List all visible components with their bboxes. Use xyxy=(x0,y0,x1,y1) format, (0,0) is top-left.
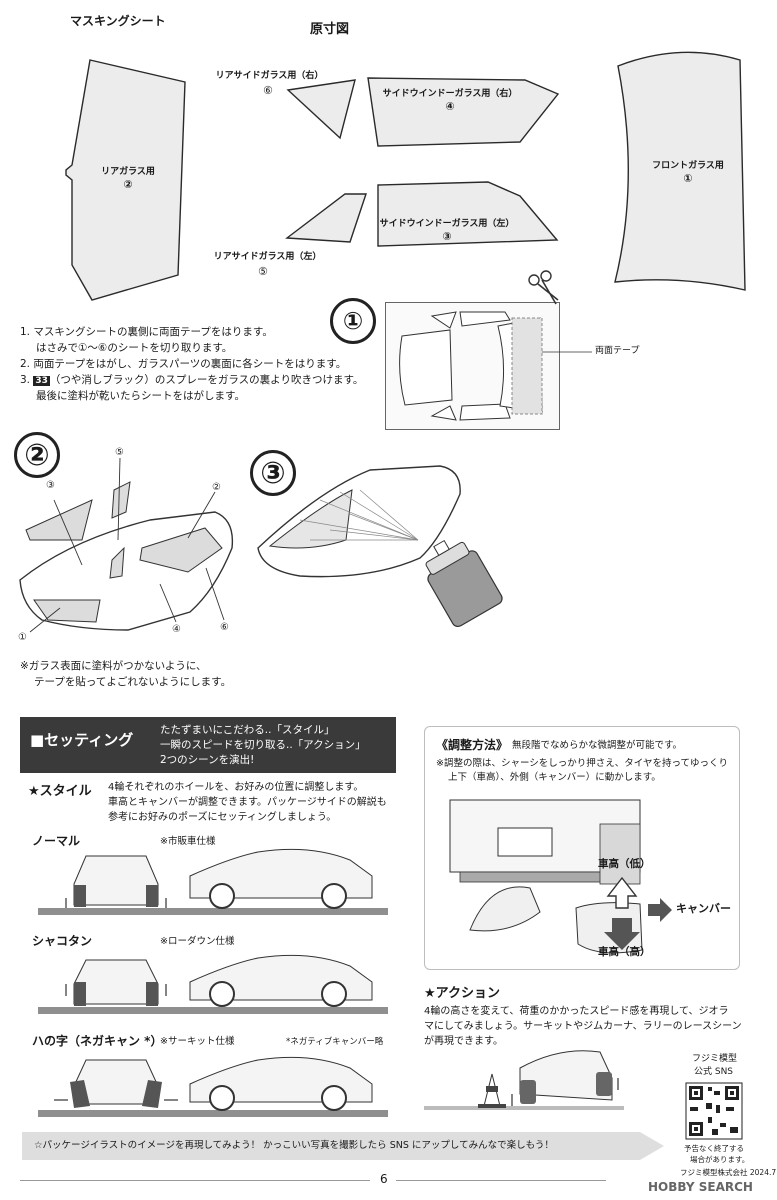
adjust-title: 《調整方法》 xyxy=(436,738,509,752)
action-title: ★アクション xyxy=(424,986,501,1001)
footer-rule-right xyxy=(396,1180,606,1181)
car-side-normal xyxy=(189,848,373,909)
style-desc-1: 4輪それぞれのホイールを、お好みの位置に調整します。 xyxy=(108,782,364,793)
step-two-drawing xyxy=(19,457,234,633)
sheet-side-window-left xyxy=(377,181,559,247)
qr-code-icon[interactable] xyxy=(685,1082,743,1140)
ground-normal xyxy=(38,908,388,915)
sheet-number-rear-side-right: ⑥ xyxy=(263,84,273,97)
step-one-parts-drawing xyxy=(399,270,592,421)
masking-title: マスキングシート xyxy=(70,14,166,28)
scissors-icon xyxy=(528,270,559,305)
spray-can-icon xyxy=(425,539,503,628)
car-side-shakotan xyxy=(189,954,373,1007)
sns-note-2: 場合があります。 xyxy=(690,1155,750,1164)
sheet-label-rear-side-right: リアサイドガラス用（右） xyxy=(215,71,324,81)
scale-title: 原寸図 xyxy=(310,22,350,37)
height-high-label: 車高（高） xyxy=(598,946,651,958)
sheet-label-rear-side-left: リアサイドガラス用（左） xyxy=(213,252,322,262)
setting-line-2: 一瞬のスピードを切り取る..「アクション」 xyxy=(160,739,366,751)
sheet-rear-glass xyxy=(65,59,186,301)
car-rear-hachinoji xyxy=(54,1059,178,1108)
copyright: フジミ模型株式会社 2024.7 xyxy=(680,1168,777,1177)
watermark: HOBBY SEARCH xyxy=(648,1180,753,1194)
ground-hachinoji xyxy=(38,1110,388,1117)
adjust-subtitle: 無段階でなめらかな微調整が可能です。 xyxy=(512,740,683,751)
diagram2-label-2: ② xyxy=(212,482,221,493)
footer-banner: ☆パッケージイラストのイメージを再現してみよう！ かっこいい写真を撮影したら S… xyxy=(34,1140,554,1151)
footer-rule xyxy=(20,1180,370,1181)
arrow-right-icon xyxy=(648,898,672,922)
step-three-drawing xyxy=(257,465,503,628)
note-line-1: ※ガラス表面に塗料がつかないように、 xyxy=(20,660,207,672)
car-rear-shakotan xyxy=(65,959,167,1006)
hachinoji-note: ※サーキット仕様 xyxy=(160,1036,235,1047)
adjust-panel xyxy=(424,726,740,970)
normal-note: ※市販車仕様 xyxy=(160,836,216,847)
shakotan-note: ※ローダウン仕様 xyxy=(160,936,235,947)
normal-label: ノーマル xyxy=(32,834,81,848)
setting-header xyxy=(20,717,396,773)
paint-code-badge: 33 xyxy=(33,376,50,386)
instruction-line-5: 最後に塗料が乾いたらシートをはがします。 xyxy=(36,390,245,402)
shakotan-label: シャコタン xyxy=(32,934,93,948)
car-side-hachinoji xyxy=(189,1056,373,1111)
camber-label: キャンバー xyxy=(676,902,731,915)
style-desc-3: 参考にお好みのポーズにセッティングしましょう。 xyxy=(108,812,337,823)
sheet-label-side-window-right: サイドウインドーガラス用（右）④ xyxy=(382,89,518,114)
instruction-line-3: 2. 両面テープをはがし、ガラスパーツの裏面に各シートをはります。 xyxy=(20,358,347,370)
page-number: 6 xyxy=(380,1172,388,1186)
tape-label: 両面テープ xyxy=(595,346,640,356)
sheet-rear-side-left xyxy=(285,193,367,243)
setting-title: ■セッティング xyxy=(30,731,134,749)
sheet-label-side-window-left: サイドウインドーガラス用（左）③ xyxy=(379,219,515,244)
diagram2-label-6: ⑥ xyxy=(220,622,229,633)
diagram2-label-5: ⑤ xyxy=(115,447,124,458)
car-rear-normal xyxy=(65,855,167,908)
step-two-badge: ② xyxy=(14,432,60,478)
height-low-label: 車高（低） xyxy=(598,858,651,870)
action-desc-3: が再現できます。 xyxy=(424,1036,503,1047)
negative-note: *ネガティブキャンバー略 xyxy=(286,1037,384,1047)
style-title: ★スタイル xyxy=(28,784,92,799)
sns-label: 公式 SNS xyxy=(694,1067,734,1077)
sns-note-1: 予告なく終了する xyxy=(684,1144,744,1153)
sns-brand: フジミ模型 xyxy=(692,1054,738,1064)
step-one-badge: ① xyxy=(330,298,376,344)
instruction-line-2: はさみで①〜⑥のシートを切り取ります。 xyxy=(36,342,233,354)
masking-sheets-drawing xyxy=(65,51,746,301)
setting-line-1: たたずまいにこだわる..「スタイル」 xyxy=(160,724,335,736)
ground-shakotan xyxy=(38,1007,388,1014)
adjust-desc-2: 上下（車高）、外側（キャンバー）に動かします。 xyxy=(448,772,661,783)
instruction-line-4: 3. 33（つや消しブラック）のスプレーをガラスの裏より吹きつけます。 xyxy=(20,374,364,386)
note-line-2: テープを貼ってよごれないようにします。 xyxy=(34,676,232,688)
diagram2-label-4: ④ xyxy=(172,624,181,635)
traffic-cone-icon xyxy=(478,1073,506,1108)
arrow-down-icon xyxy=(604,918,640,950)
action-desc-2: マにしてみましょう。サーキットやジムカーナ、ラリーのレースシーン xyxy=(424,1021,742,1032)
setting-line-3: 2つのシーンを演出! xyxy=(160,754,255,766)
step-three-badge: ③ xyxy=(250,450,296,496)
sheet-side-window-right xyxy=(367,77,560,147)
arrow-up-icon xyxy=(606,876,638,909)
adjust-desc-1: ※調整の際は、シャーシをしっかり押さえ、タイヤを持ってゆっくり xyxy=(436,758,729,769)
diagram2-label-3: ③ xyxy=(46,480,55,491)
sheet-rear-side-right xyxy=(286,79,356,140)
sheet-front-glass xyxy=(614,51,746,291)
sheet-number-rear-side-left: ⑤ xyxy=(258,265,268,278)
hachinoji-label: ハの字（ネガキャン *） xyxy=(32,1034,163,1048)
instruction-line-1: 1. マスキングシートの裏側に両面テープをはります。 xyxy=(20,326,273,338)
diagram2-label-1: ① xyxy=(18,632,27,643)
action-desc-1: 4輪の高さを変えて、荷重のかかったスピード感を再現して、ジオラ xyxy=(424,1006,729,1017)
style-desc-2: 車高とキャンバーが調整できます。パッケージサイドの解説も xyxy=(108,797,387,808)
